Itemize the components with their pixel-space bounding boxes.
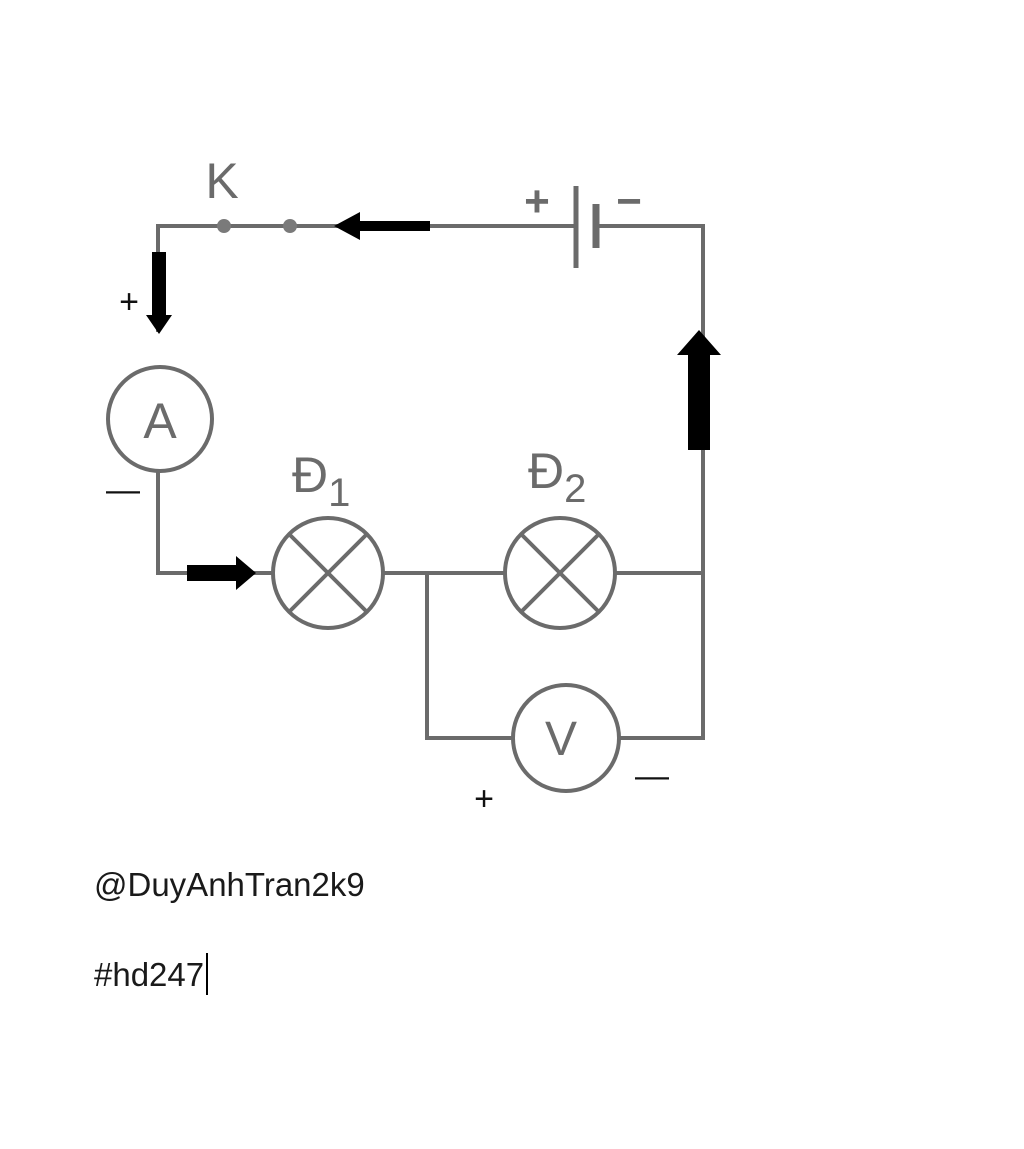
voltmeter-minus-label: — <box>635 757 669 795</box>
wire-voltmeter-left <box>425 573 512 740</box>
lamp-1: Đ1 <box>271 447 385 630</box>
ammeter-plus-label: + <box>119 283 139 321</box>
arrow-down-icon <box>146 252 172 334</box>
battery: + − <box>524 177 642 268</box>
ammeter-circle <box>106 365 214 473</box>
wire-voltmeter-right <box>620 573 705 740</box>
text-cursor <box>206 953 209 995</box>
voltmeter: V + — <box>474 683 669 818</box>
current-arrows <box>146 212 721 590</box>
arrow-up-icon <box>677 330 721 450</box>
switch-contact-right <box>283 219 297 233</box>
ammeter-minus-label: — <box>106 471 140 509</box>
wire-battery-right <box>597 224 705 573</box>
circuit-wires <box>156 224 705 740</box>
author-handle: @DuyAnhTran2k9 <box>94 866 365 903</box>
voltmeter-plus-label: + <box>474 780 494 818</box>
author-caption: @DuyAnhTran2k9 <box>94 866 365 904</box>
tag-caption[interactable]: #hd247 <box>94 953 209 995</box>
arrow-left-icon <box>334 212 430 240</box>
switch-label: K <box>205 153 238 209</box>
wire-ammeter-to-lamp1 <box>156 470 272 575</box>
voltmeter-symbol: V <box>545 713 577 766</box>
lamp-2: Đ2 <box>503 443 617 630</box>
lamp-1-label: Đ1 <box>292 447 350 515</box>
voltmeter-circle <box>511 683 621 793</box>
switch-k: K <box>205 153 297 233</box>
ammeter: A + — <box>106 283 214 509</box>
switch-contact-left <box>217 219 231 233</box>
circuit-diagram: K + − A + — Đ1 Đ2 V + — <box>106 153 721 818</box>
battery-plus-label: + <box>524 177 550 226</box>
arrow-right-icon <box>187 556 256 590</box>
lamp-2-label: Đ2 <box>528 443 586 511</box>
ammeter-symbol: A <box>143 393 177 449</box>
tag-text: #hd247 <box>94 956 205 993</box>
battery-minus-label: − <box>616 177 642 226</box>
